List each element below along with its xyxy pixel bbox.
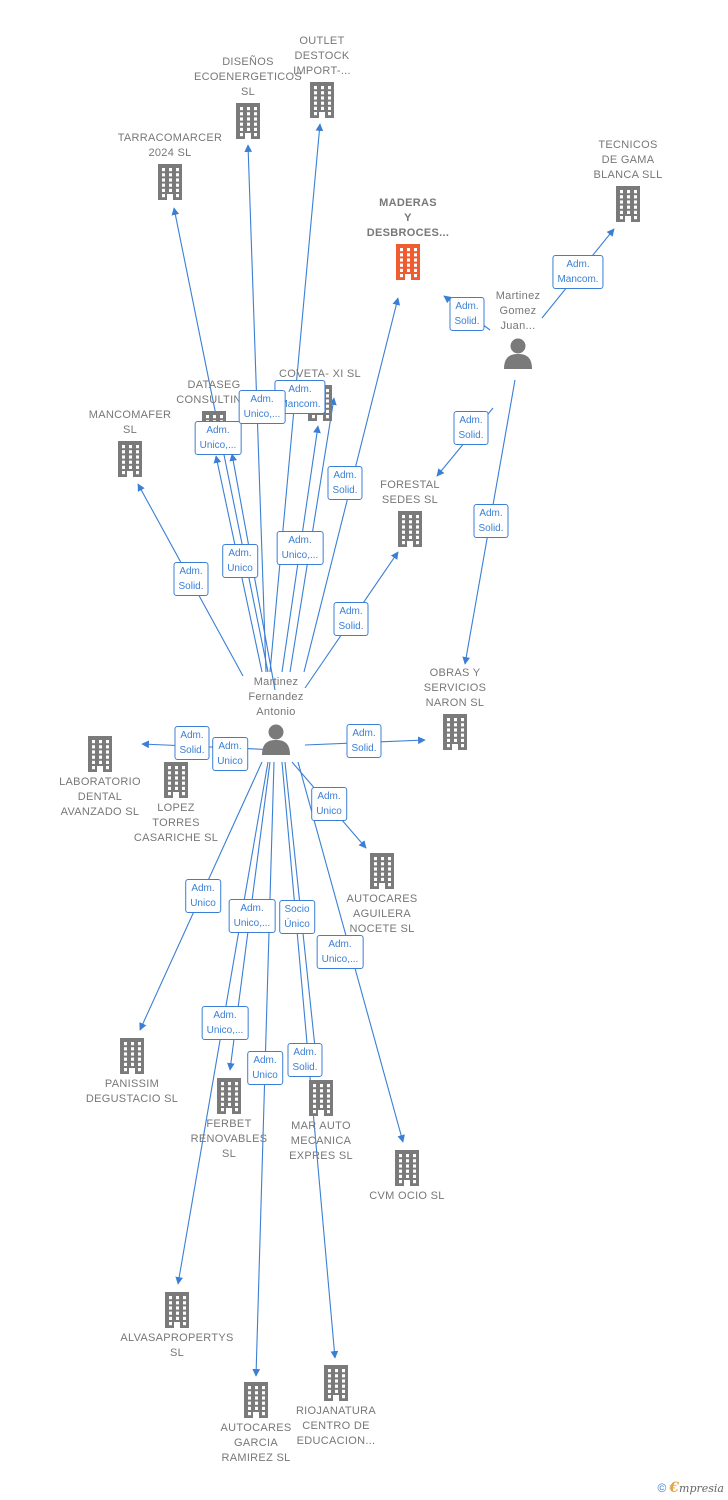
company-node-tecnicos[interactable]: TECNICOS DE GAMA BLANCA SLL xyxy=(563,138,693,222)
building-icon xyxy=(217,1078,241,1114)
node-label[interactable]: MAR AUTO MECANICA EXPRES SL xyxy=(289,1120,353,1162)
building-icon xyxy=(120,1038,144,1074)
company-node-autocares_ag[interactable]: AUTOCARES AGUILERA NOCETE SL xyxy=(317,853,447,937)
company-node-mar[interactable]: MAR AUTO MECANICA EXPRES SL xyxy=(256,1080,386,1164)
person-node-martinez_gj[interactable]: Martinez Gomez Juan... xyxy=(453,289,583,369)
building-icon xyxy=(324,1365,348,1401)
node-label[interactable]: DATASEG CONSULTIN... xyxy=(176,379,252,406)
node-label[interactable]: TECNICOS DE GAMA BLANCA SLL xyxy=(593,139,663,181)
company-node-obras[interactable]: OBRAS Y SERVICIOS NARON SL xyxy=(390,666,520,750)
person-icon xyxy=(262,724,290,755)
relation-label[interactable]: Adm. Solid. xyxy=(173,562,209,596)
brand-name: mpresia xyxy=(679,1482,724,1495)
building-icon xyxy=(396,244,420,280)
node-label[interactable]: MANCOMAFER SL xyxy=(88,409,172,436)
relation-label[interactable]: Adm. Unico,... xyxy=(238,390,286,424)
relation-label[interactable]: Adm. Unico,... xyxy=(276,531,324,565)
company-node-panissim[interactable]: PANISSIM DEGUSTACIO SL xyxy=(67,1038,197,1107)
company-node-lopez[interactable]: LOPEZ TORRES CASARICHE SL xyxy=(111,762,241,846)
node-label[interactable]: CVM OCIO SL xyxy=(369,1190,445,1202)
relation-label[interactable]: Adm. Mancom. xyxy=(552,255,604,289)
relation-label[interactable]: Adm. Solid. xyxy=(333,602,369,636)
node-label[interactable]: LOPEZ TORRES CASARICHE SL xyxy=(133,802,219,844)
node-label[interactable]: FORESTAL SEDES SL xyxy=(380,479,440,506)
building-icon xyxy=(164,762,188,798)
building-icon xyxy=(309,1080,333,1116)
brand-initial: € xyxy=(669,1480,680,1496)
node-label[interactable]: TARRACOMARCER 2024 SL xyxy=(117,132,223,159)
building-icon xyxy=(158,164,182,200)
company-node-autocares_gr[interactable]: AUTOCARES GARCIA RAMIREZ SL xyxy=(191,1382,321,1466)
relation-label[interactable]: Adm. Solid. xyxy=(287,1043,323,1077)
node-label[interactable]: COVETA- XI SL xyxy=(279,368,361,380)
node-label[interactable]: ALVASAPROPERTYS SL xyxy=(120,1332,234,1359)
relation-label[interactable]: Adm. Unico,... xyxy=(194,421,242,455)
node-label[interactable]: OUTLET DESTOCK IMPORT-... xyxy=(293,35,351,77)
building-icon xyxy=(370,853,394,889)
relation-label[interactable]: Adm. Solid. xyxy=(453,411,489,445)
person-node-martinez_fa[interactable]: Martinez Fernandez Antonio xyxy=(211,675,341,755)
building-icon xyxy=(165,1292,189,1328)
relation-label[interactable]: Adm. Solid. xyxy=(174,726,210,760)
node-label[interactable]: MADERAS Y DESBROCES... xyxy=(366,197,450,239)
node-label[interactable]: RIOJANATURA CENTRO DE EDUCACION... xyxy=(295,1405,377,1447)
company-node-cvm[interactable]: CVM OCIO SL xyxy=(342,1150,472,1204)
node-label[interactable]: AUTOCARES GARCIA RAMIREZ SL xyxy=(220,1422,292,1464)
relation-label[interactable]: Adm. Solid. xyxy=(473,504,509,538)
node-label[interactable]: LABORATORIO DENTAL AVANZADO SL xyxy=(59,776,141,818)
building-icon xyxy=(88,736,112,772)
relation-edge xyxy=(141,740,279,751)
relation-label[interactable]: Socio Único xyxy=(279,900,315,934)
relation-label[interactable]: Adm. Unico,... xyxy=(228,899,276,933)
person-icon xyxy=(504,338,532,369)
company-node-outlet[interactable]: OUTLET DESTOCK IMPORT-... xyxy=(257,34,387,118)
building-icon xyxy=(310,82,334,118)
footer: ©€mpresia xyxy=(657,1480,724,1496)
copyright-symbol: © xyxy=(657,1481,667,1495)
building-icon xyxy=(616,186,640,222)
relation-label[interactable]: Adm. Unico xyxy=(212,737,248,771)
relation-label[interactable]: Adm. Solid. xyxy=(327,466,363,500)
relation-label[interactable]: Adm. Unico xyxy=(222,544,258,578)
node-label[interactable]: Martinez Gomez Juan... xyxy=(495,290,541,332)
company-node-tarraco[interactable]: TARRACOMARCER 2024 SL xyxy=(105,131,235,200)
company-node-alvasa[interactable]: ALVASAPROPERTYS SL xyxy=(112,1292,242,1361)
building-icon xyxy=(395,1150,419,1186)
building-icon xyxy=(118,441,142,477)
relation-label[interactable]: Adm. Unico xyxy=(247,1051,283,1085)
relation-label[interactable]: Adm. Solid. xyxy=(449,297,485,331)
node-label[interactable]: DISEÑOS ECOENERGETICOS SL xyxy=(193,56,303,98)
company-node-main[interactable]: MADERAS Y DESBROCES... xyxy=(343,196,473,280)
company-node-rioja[interactable]: RIOJANATURA CENTRO DE EDUCACION... xyxy=(271,1365,401,1449)
relation-label[interactable]: Adm. Unico,... xyxy=(316,935,364,969)
building-icon xyxy=(244,1382,268,1418)
building-icon xyxy=(398,511,422,547)
node-label[interactable]: FERBET RENOVABLES SL xyxy=(190,1118,268,1160)
company-node-mancomafer[interactable]: MANCOMAFER SL xyxy=(65,408,195,477)
brand-logo[interactable]: €mpresia xyxy=(669,1480,724,1496)
relation-label[interactable]: Adm. Unico,... xyxy=(201,1006,249,1040)
relation-label[interactable]: Adm. Unico xyxy=(311,787,347,821)
company-node-disenos[interactable]: DISEÑOS ECOENERGETICOS SL xyxy=(183,55,313,139)
company-node-ferbet[interactable]: FERBET RENOVABLES SL xyxy=(164,1078,294,1162)
building-icon xyxy=(443,714,467,750)
node-label[interactable]: PANISSIM DEGUSTACIO SL xyxy=(85,1078,179,1105)
relation-label[interactable]: Adm. Solid. xyxy=(346,724,382,758)
relation-label[interactable]: Adm. Unico xyxy=(185,879,221,913)
company-node-lab[interactable]: LABORATORIO DENTAL AVANZADO SL xyxy=(35,736,165,820)
node-label[interactable]: Martinez Fernandez Antonio xyxy=(248,676,304,718)
node-label[interactable]: OBRAS Y SERVICIOS NARON SL xyxy=(423,667,487,709)
node-label[interactable]: AUTOCARES AGUILERA NOCETE SL xyxy=(346,893,418,935)
building-icon xyxy=(236,103,260,139)
company-node-forestal[interactable]: FORESTAL SEDES SL xyxy=(345,478,475,547)
